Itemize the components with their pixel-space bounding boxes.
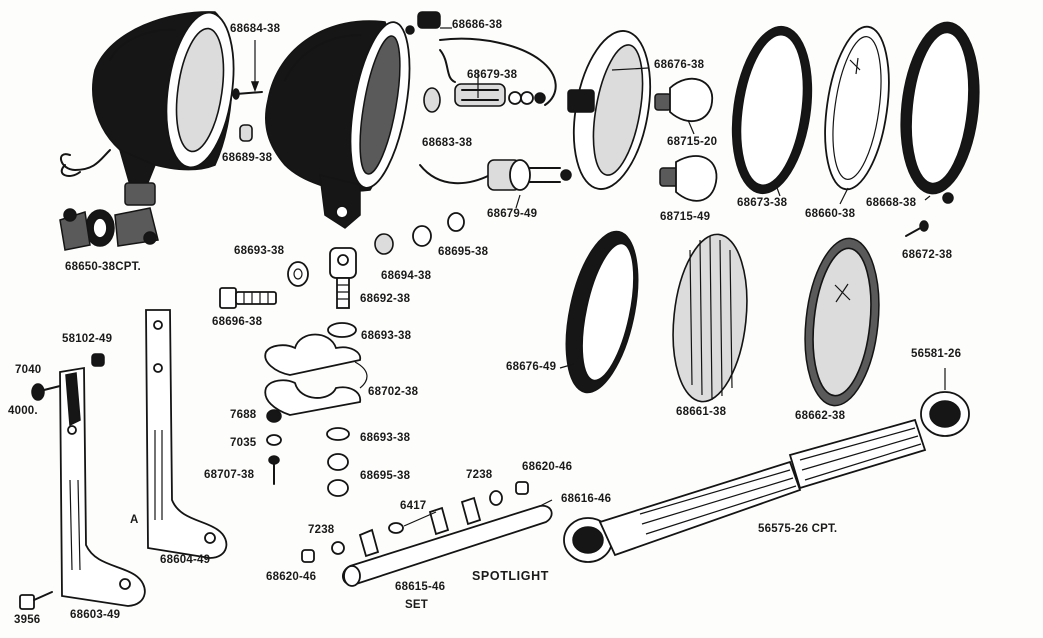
washer-7238-left [331,541,345,555]
label-68661-38: 68661-38 [676,406,727,418]
label-7040: 7040 [15,364,42,376]
socket-68679-49 [419,159,572,191]
handle-68616 [342,504,553,587]
grommet-68683 [423,87,441,113]
label-4000: 4000. [8,405,38,417]
socket-68679-38 [454,83,546,107]
screw-68707 [268,455,280,485]
washer-6417 [388,522,404,534]
label-68707-38: 68707-38 [204,469,255,481]
bulb-68715-49 [659,155,718,202]
clamp-56581 [920,368,970,437]
strap-68702 [264,333,368,416]
label-68603-49: 68603-49 [70,609,121,621]
label-68715-49: 68715-49 [660,211,711,223]
label-68689-38: 68689-38 [222,152,273,164]
lens-68662 [804,237,880,407]
ring-68673 [731,25,813,195]
lens-68661 [672,233,748,403]
screw-68672 [905,220,929,237]
arm-56575 [563,418,927,563]
label-68620-46-a: 68620-46 [522,461,573,473]
label-6417: 6417 [400,500,427,512]
label-68693-38-c: 68693-38 [360,432,411,444]
bulb-68715-20 [654,77,713,122]
label-68668-38: 68668-38 [866,197,917,209]
bolt-68696 [219,287,277,309]
handle-tabs-68615 [358,496,482,558]
label-68695-38-a: 68695-38 [438,246,489,258]
screw-68684 [232,40,263,100]
door-68668 [900,21,980,204]
label-spotlight: SPOTLIGHT [472,569,549,583]
label-68672-38: 68672-38 [902,249,953,261]
label-68615-46: 68615-46 [395,581,446,593]
bracket-68604 [145,309,228,559]
label-7238-a: 7238 [466,469,493,481]
label-68693-38-a: 68693-38 [234,245,285,257]
bracket-68603 [59,366,146,607]
label-68676-49: 68676-49 [506,361,557,373]
nut-68689 [239,124,253,142]
label-68693-38-b: 68693-38 [361,330,412,342]
label-7035: 7035 [230,437,257,449]
label-set: SET [405,599,428,611]
leader-lines [403,27,931,527]
bolt-3956 [19,591,53,610]
nut-68620-right [515,481,529,495]
label-68616-46: 68616-46 [561,493,612,505]
label-68676-38: 68676-38 [654,59,705,71]
label-68696-38: 68696-38 [212,316,263,328]
label-68715-20: 68715-20 [667,136,718,148]
label-68686-38: 68686-38 [452,19,503,31]
reflector-68676-38 [567,30,651,190]
nut-68694 [374,212,465,255]
label-68679-38: 68679-38 [467,69,518,81]
label-a: A [130,514,139,526]
spotlight-body [265,20,411,229]
label-68673-38: 68673-38 [737,197,788,209]
washer-68693-mid [327,322,357,338]
reflector-68676-49 [565,230,639,394]
lens-68660 [824,25,890,191]
washer-7238-right [489,490,503,506]
washer-68693-lower [326,427,350,441]
label-3956: 3956 [14,614,41,626]
label-68650-38cpt: 68650-38CPT. [65,261,141,273]
label-58102-49: 58102-49 [62,333,113,345]
label-68702-38: 68702-38 [368,386,419,398]
label-68694-38: 68694-38 [381,270,432,282]
label-68695-38-b: 68695-38 [360,470,411,482]
washer-68693-upper [287,261,309,287]
switch-68686 [405,11,557,106]
eyebolt-68692 [329,247,357,309]
nut-58102 [91,353,105,367]
label-7688: 7688 [230,409,257,421]
label-68679-49: 68679-49 [487,208,538,220]
bolt-7040 [31,383,61,401]
label-56581-26: 56581-26 [911,348,962,360]
nut-7688 [266,409,282,423]
label-68620-46-b: 68620-46 [266,571,317,583]
label-68662-38: 68662-38 [795,410,846,422]
nuts-68695-lower [327,453,349,497]
washer-7035 [266,434,282,446]
label-68604-49: 68604-49 [160,554,211,566]
label-68692-38: 68692-38 [360,293,411,305]
nut-68620-left [301,549,315,563]
spotlight-assembly [59,11,235,251]
label-68684-38: 68684-38 [230,23,281,35]
label-68660-38: 68660-38 [805,208,856,220]
label-56575-26-cpt: 56575-26 CPT. [758,523,838,535]
label-68683-38: 68683-38 [422,137,473,149]
label-7238-b: 7238 [308,524,335,536]
